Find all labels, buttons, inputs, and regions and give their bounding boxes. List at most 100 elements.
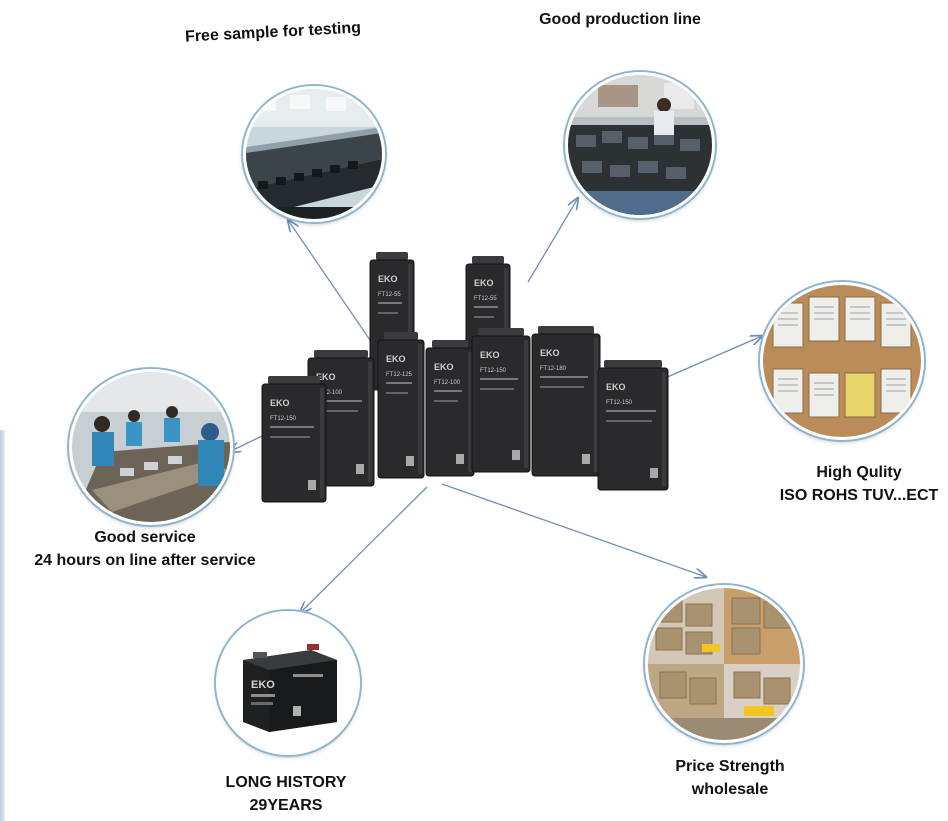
battery-recycle-mark <box>406 456 414 466</box>
battery-side <box>662 372 666 486</box>
battery-label-stripe <box>378 302 402 304</box>
battery-label-stripe <box>474 316 494 318</box>
price-line1: Price Strength <box>675 758 785 775</box>
battery-handle <box>472 256 504 264</box>
battery-label-stripe <box>316 410 358 412</box>
history-battery-logo: EKO <box>251 679 275 691</box>
battery-side <box>524 340 528 468</box>
battery-logo: EKO <box>386 354 406 364</box>
battery-model-label: FT12-150 <box>606 400 633 406</box>
certificates-photo <box>760 282 924 440</box>
battery-handle <box>314 350 368 358</box>
production-line-illustration <box>568 75 712 215</box>
battery-label-stripe <box>434 400 458 402</box>
free-sample-photo <box>243 86 385 222</box>
battery-label-stripe <box>434 390 462 392</box>
battery-side <box>504 268 508 376</box>
battery-recycle-mark <box>650 468 658 478</box>
left-edge-strip <box>0 430 5 821</box>
battery-logo: EKO <box>540 348 560 358</box>
battery-side <box>594 338 598 472</box>
battery-recycle-mark <box>356 464 364 474</box>
battery-group: EKOFT12-55EKOFT12-55EKOFT12-100EKOFT12-1… <box>261 252 669 503</box>
battery-label-stripe <box>606 420 652 422</box>
arrow-to-free-sample <box>288 220 386 363</box>
service-workers-photo <box>69 369 233 525</box>
battery-logo: EKO <box>316 372 336 382</box>
battery-model-label: FT12-150 <box>270 416 297 422</box>
battery-label-stripe <box>386 382 412 384</box>
battery-unit: EKO FT12-100 <box>425 340 475 477</box>
battery-label-stripe <box>606 410 656 412</box>
battery-case <box>261 383 327 503</box>
battery-model-label: FT12-55 <box>474 296 497 302</box>
battery-model-label: FT12-100 <box>434 380 461 386</box>
battery-side <box>418 344 422 474</box>
battery-logo: EKO <box>434 362 454 372</box>
battery-handle <box>384 332 418 340</box>
battery-side <box>368 362 372 482</box>
arrow-to-production <box>527 198 578 283</box>
production-line-label: Good production line <box>525 8 715 31</box>
arrow-to-service <box>229 435 263 452</box>
battery-handle <box>478 328 524 336</box>
history-line1: LONG HISTORY <box>225 774 347 791</box>
quality-line1: High Qulity <box>816 464 902 481</box>
battery-label-stripe <box>480 378 518 380</box>
factory-hall-illustration <box>246 89 382 219</box>
quality-label: High Qulity ISO ROHS TUV...ECT <box>770 461 948 507</box>
battery-model-label: FT12-180 <box>540 366 567 372</box>
battery-recycle-mark <box>308 480 316 490</box>
battery-unit: EKO FT12-150 <box>261 376 327 503</box>
battery-label-stripe <box>474 306 498 308</box>
battery-handle <box>432 340 468 348</box>
battery-handle <box>604 360 662 368</box>
battery-model-label: FT12-100 <box>316 390 343 396</box>
battery-case <box>471 335 531 473</box>
arrow-to-history <box>300 486 428 613</box>
service-line1: Good service <box>94 529 196 546</box>
warehouse-illustration <box>648 588 800 740</box>
battery-handle <box>538 326 594 334</box>
price-label: Price Strength wholesale <box>650 755 810 801</box>
battery-label-stripe <box>378 312 398 314</box>
battery-unit: EKO FT12-150 <box>471 328 531 473</box>
battery-unit: EKO FT12-180 <box>531 326 601 477</box>
battery-model-label: FT12-55 <box>378 292 401 298</box>
battery-logo: EKO <box>270 398 290 408</box>
battery-handle <box>268 376 320 384</box>
battery-model-label: FT12-125 <box>386 372 413 378</box>
battery-recycle-mark <box>456 454 464 464</box>
battery-label-stripe <box>270 426 314 428</box>
battery-side <box>408 264 412 386</box>
arrow-to-price <box>441 483 706 577</box>
history-line2: 29YEARS <box>249 797 323 814</box>
battery-case <box>377 339 425 479</box>
price-line2: wholesale <box>691 781 769 798</box>
battery-label-stripe <box>540 386 584 388</box>
battery-model-label: FT12-150 <box>480 368 507 374</box>
service-label: Good service 24 hours on line after serv… <box>20 526 270 572</box>
production-line1: Good production line <box>539 11 701 28</box>
single-battery-illustration: EKO <box>219 614 357 752</box>
arrow-to-quality <box>664 336 762 379</box>
battery-logo: EKO <box>474 278 494 288</box>
battery-label-stripe <box>316 400 362 402</box>
history-battery-photo: EKO <box>216 611 360 755</box>
battery-label-stripe <box>270 436 310 438</box>
battery-logo: EKO <box>480 350 500 360</box>
service-workers-illustration <box>72 372 230 522</box>
battery-recycle-mark <box>582 454 590 464</box>
quality-line2: ISO ROHS TUV...ECT <box>779 487 939 504</box>
battery-logo: EKO <box>378 274 398 284</box>
battery-label-stripe <box>540 376 588 378</box>
history-label: LONG HISTORY 29YEARS <box>212 771 360 817</box>
warehouse-photo <box>645 585 803 743</box>
battery-label-stripe <box>386 392 408 394</box>
battery-recycle-mark <box>512 450 520 460</box>
battery-handle <box>376 252 408 260</box>
battery-case <box>597 367 669 491</box>
